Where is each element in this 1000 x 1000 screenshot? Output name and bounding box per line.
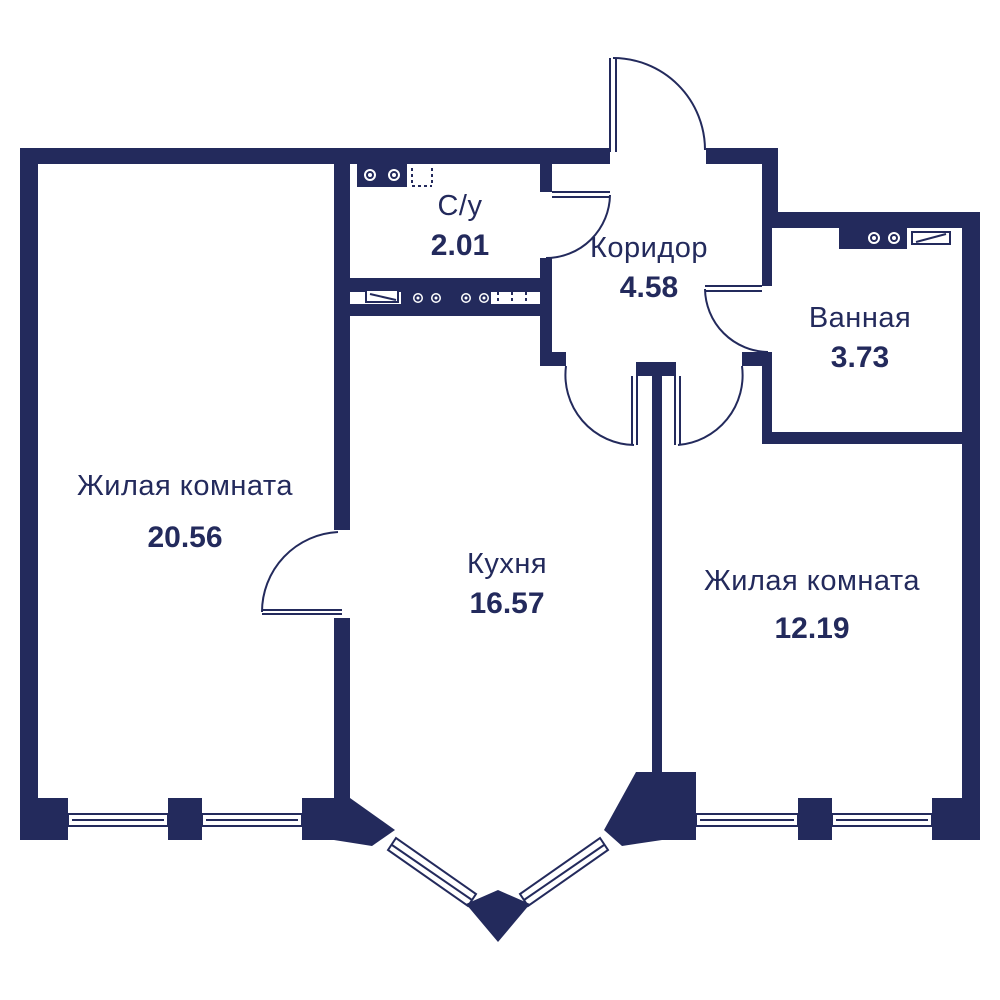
door-kitchen (564, 365, 638, 446)
wall-bottom-right-corner (932, 798, 980, 840)
room-name: С/у (437, 190, 483, 222)
room-wc: С/у 2.01 (431, 190, 489, 263)
room-name: Жилая комната (704, 565, 920, 597)
wall-bay-left-top (334, 798, 395, 846)
wall-bay-tip (466, 890, 530, 942)
room-kitchen: Кухня 16.57 (467, 548, 547, 621)
wall-wc-corridor-2 (540, 258, 552, 362)
bath-fixtures (839, 227, 951, 249)
wall-bottom-pier-1 (168, 798, 202, 840)
wall-bath-bottom (762, 432, 980, 444)
windows (67, 813, 933, 908)
wall-right-outer (962, 212, 980, 840)
door-living-right (674, 365, 744, 446)
window-3 (695, 813, 799, 827)
room-area: 2.01 (430, 229, 490, 262)
door-entrance (609, 57, 706, 152)
room-name: Ванная (808, 302, 912, 334)
wall-top-right (762, 212, 980, 228)
fixtures (357, 163, 951, 307)
window-bay-left (386, 836, 478, 908)
door-bathroom (704, 285, 769, 353)
wall-bath-left-lower (762, 352, 772, 440)
room-area: 16.57 (469, 587, 545, 620)
wall-bath-left-upper (762, 228, 772, 286)
kitchen-fixtures (365, 289, 527, 307)
wall-living-kitchen-upper (334, 148, 350, 530)
room-bathroom: Ванная 3.73 (809, 302, 911, 375)
wall-wc-bottom (334, 278, 540, 292)
wall-left-outer (20, 148, 38, 840)
wall-step (762, 148, 778, 220)
wall-bottom-pier-4 (798, 798, 832, 840)
room-name: Коридор (589, 232, 709, 264)
wall-top-left (20, 148, 610, 164)
room-area: 4.58 (619, 271, 679, 304)
room-living-left: Жилая комната 20.56 (77, 470, 293, 555)
wc-fixtures (357, 163, 433, 187)
window-2 (201, 813, 303, 827)
window-bay-right (518, 836, 610, 908)
window-1 (67, 813, 169, 827)
room-area: 12.19 (774, 612, 850, 645)
room-area: 20.56 (147, 521, 223, 554)
door-living-left (260, 531, 342, 615)
walls (20, 148, 980, 942)
doors (260, 57, 769, 615)
wall-corridor-bottom-3 (742, 352, 766, 366)
wall-top-mid (706, 148, 778, 164)
room-area: 3.73 (830, 341, 890, 374)
wall-bottom-left-corner (20, 798, 68, 840)
door-wc (545, 191, 611, 259)
wall-living-kitchen-lower (334, 618, 350, 798)
wall-bay-right-top (604, 772, 662, 846)
wall-wc-corridor-1 (540, 164, 552, 192)
room-living-right: Жилая комната 12.19 (704, 565, 920, 646)
room-name: Жилая комната (77, 470, 293, 502)
wall-kitchen-living (652, 362, 662, 772)
room-name: Кухня (466, 548, 548, 580)
wall-kitchen-top (334, 304, 544, 316)
wall-corridor-bottom-1 (540, 352, 566, 366)
room-corridor: Коридор 4.58 (590, 232, 708, 305)
window-4 (831, 813, 933, 827)
